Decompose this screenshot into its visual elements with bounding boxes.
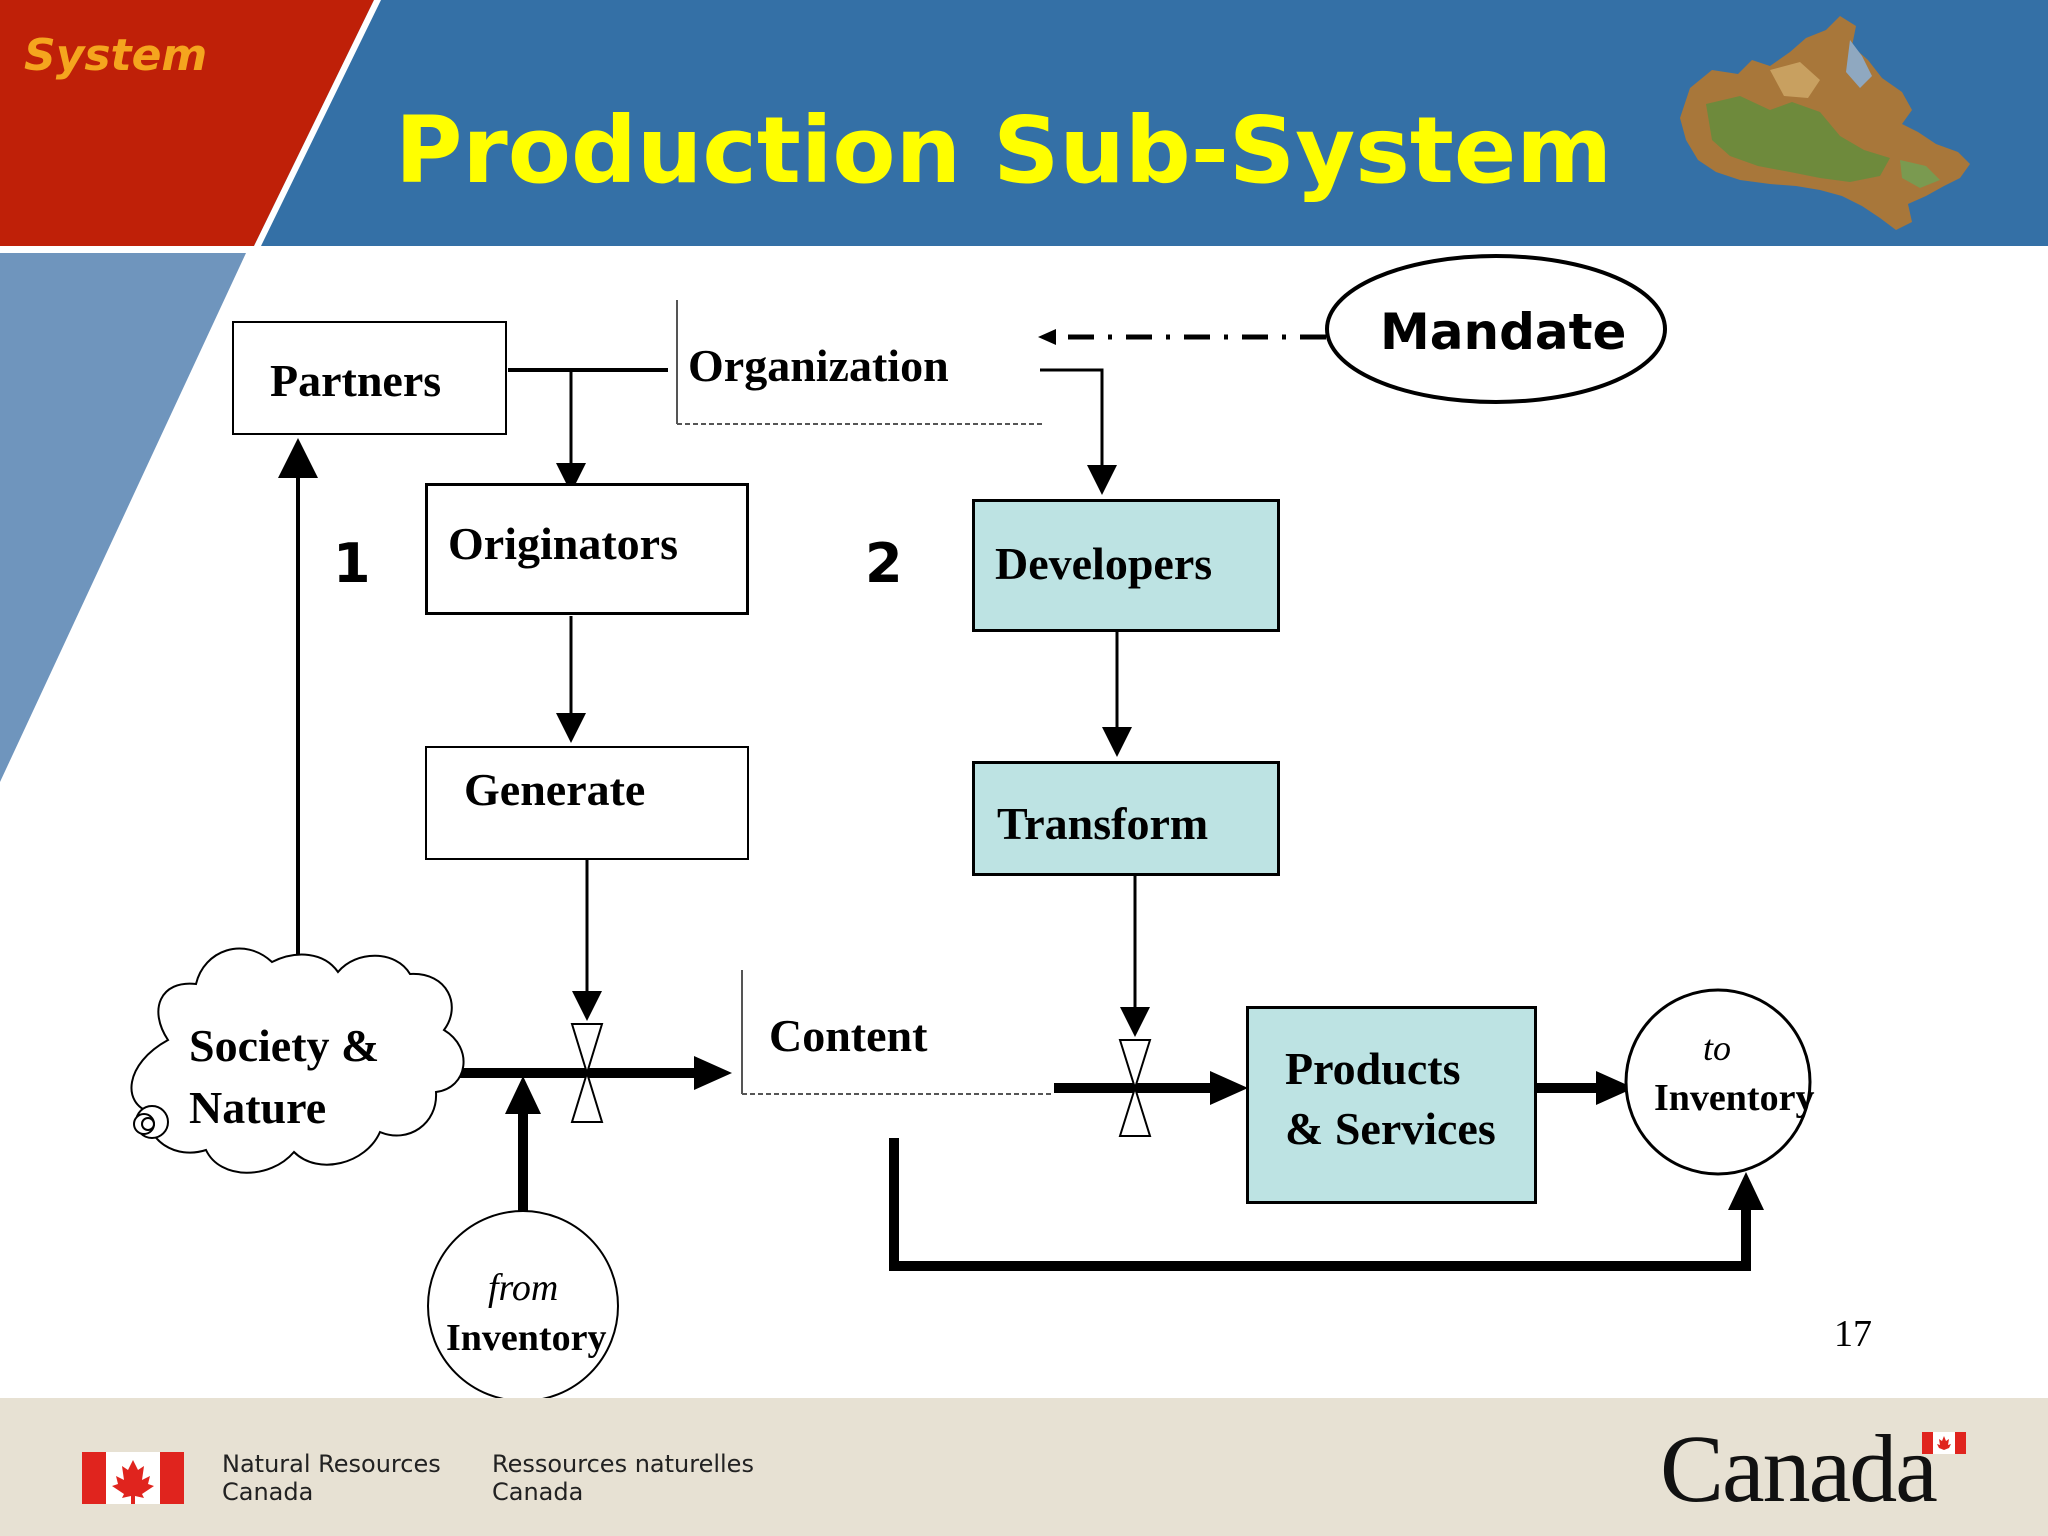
transform-label: Transform [997,798,1209,849]
to-inventory-italic: to [1703,1028,1732,1068]
products-arrowhead [1210,1071,1248,1105]
inventory-arrowhead [1596,1071,1634,1105]
header-blue-band [0,0,2048,246]
mandate-arrowhead [1038,329,1056,345]
cloud-bubble [141,1117,155,1131]
partners-label: Partners [270,355,442,406]
wordmark-flag-icon [1922,1432,1966,1454]
content-arrowhead [694,1056,732,1090]
developers-label: Developers [995,538,1213,589]
content-label: Content [769,1010,928,1061]
page-number: 17 [1834,1313,1872,1355]
to-inventory-circle [1624,988,1812,1176]
from-inventory-label: Inventory [446,1317,607,1359]
products-services-box: Products & Services [1246,1006,1537,1204]
products-label-line1: Products [1285,1043,1461,1094]
originators-box: Originators [425,483,749,615]
valve-icon [570,1023,604,1123]
organization-label: Organization [688,340,949,391]
dept-name-fr-line2: Canada [492,1478,584,1506]
header-red-panel [0,0,374,246]
side-blue-wedge [0,253,246,782]
footer-bar [0,1398,2048,1536]
mandate-label: Mandate [1380,303,1627,361]
canada-flag-icon [82,1452,184,1504]
org-developers-line [1040,368,1117,495]
dept-name-en-line1: Natural Resources [222,1450,441,1478]
society-label-line2: Nature [189,1082,327,1133]
mandate-ellipse [1325,254,1667,404]
return-loop-arrowhead [1728,1172,1764,1210]
step-1-label: 1 [333,532,371,595]
to-inventory-label: Inventory [1654,1077,1815,1119]
page-title: Production Sub-System [395,97,1613,204]
valve-icon [1118,1039,1152,1137]
from-inventory-italic: from [488,1267,559,1309]
canada-wordmark: Canada [1660,1415,1938,1522]
dept-name-fr-line1: Ressources naturelles [492,1450,754,1478]
dept-name-en-line2: Canada [222,1478,314,1506]
originators-label: Originators [448,518,678,569]
header-white-stripe [254,0,381,246]
generate-box: Generate [425,746,749,860]
products-label-line2: & Services [1285,1103,1496,1154]
from-inventory-arrowhead [505,1076,541,1114]
canada-map-icon [1680,16,1970,230]
generate-label: Generate [464,764,646,815]
transform-box: Transform [972,761,1280,876]
section-label: System [24,30,208,81]
step-2-label: 2 [865,532,903,595]
return-loop-flow [889,1138,1751,1271]
society-label-line1: Society & [189,1020,380,1071]
partners-box: Partners [232,321,507,435]
cloud-shape [130,947,465,1174]
developers-box: Developers [972,499,1280,632]
